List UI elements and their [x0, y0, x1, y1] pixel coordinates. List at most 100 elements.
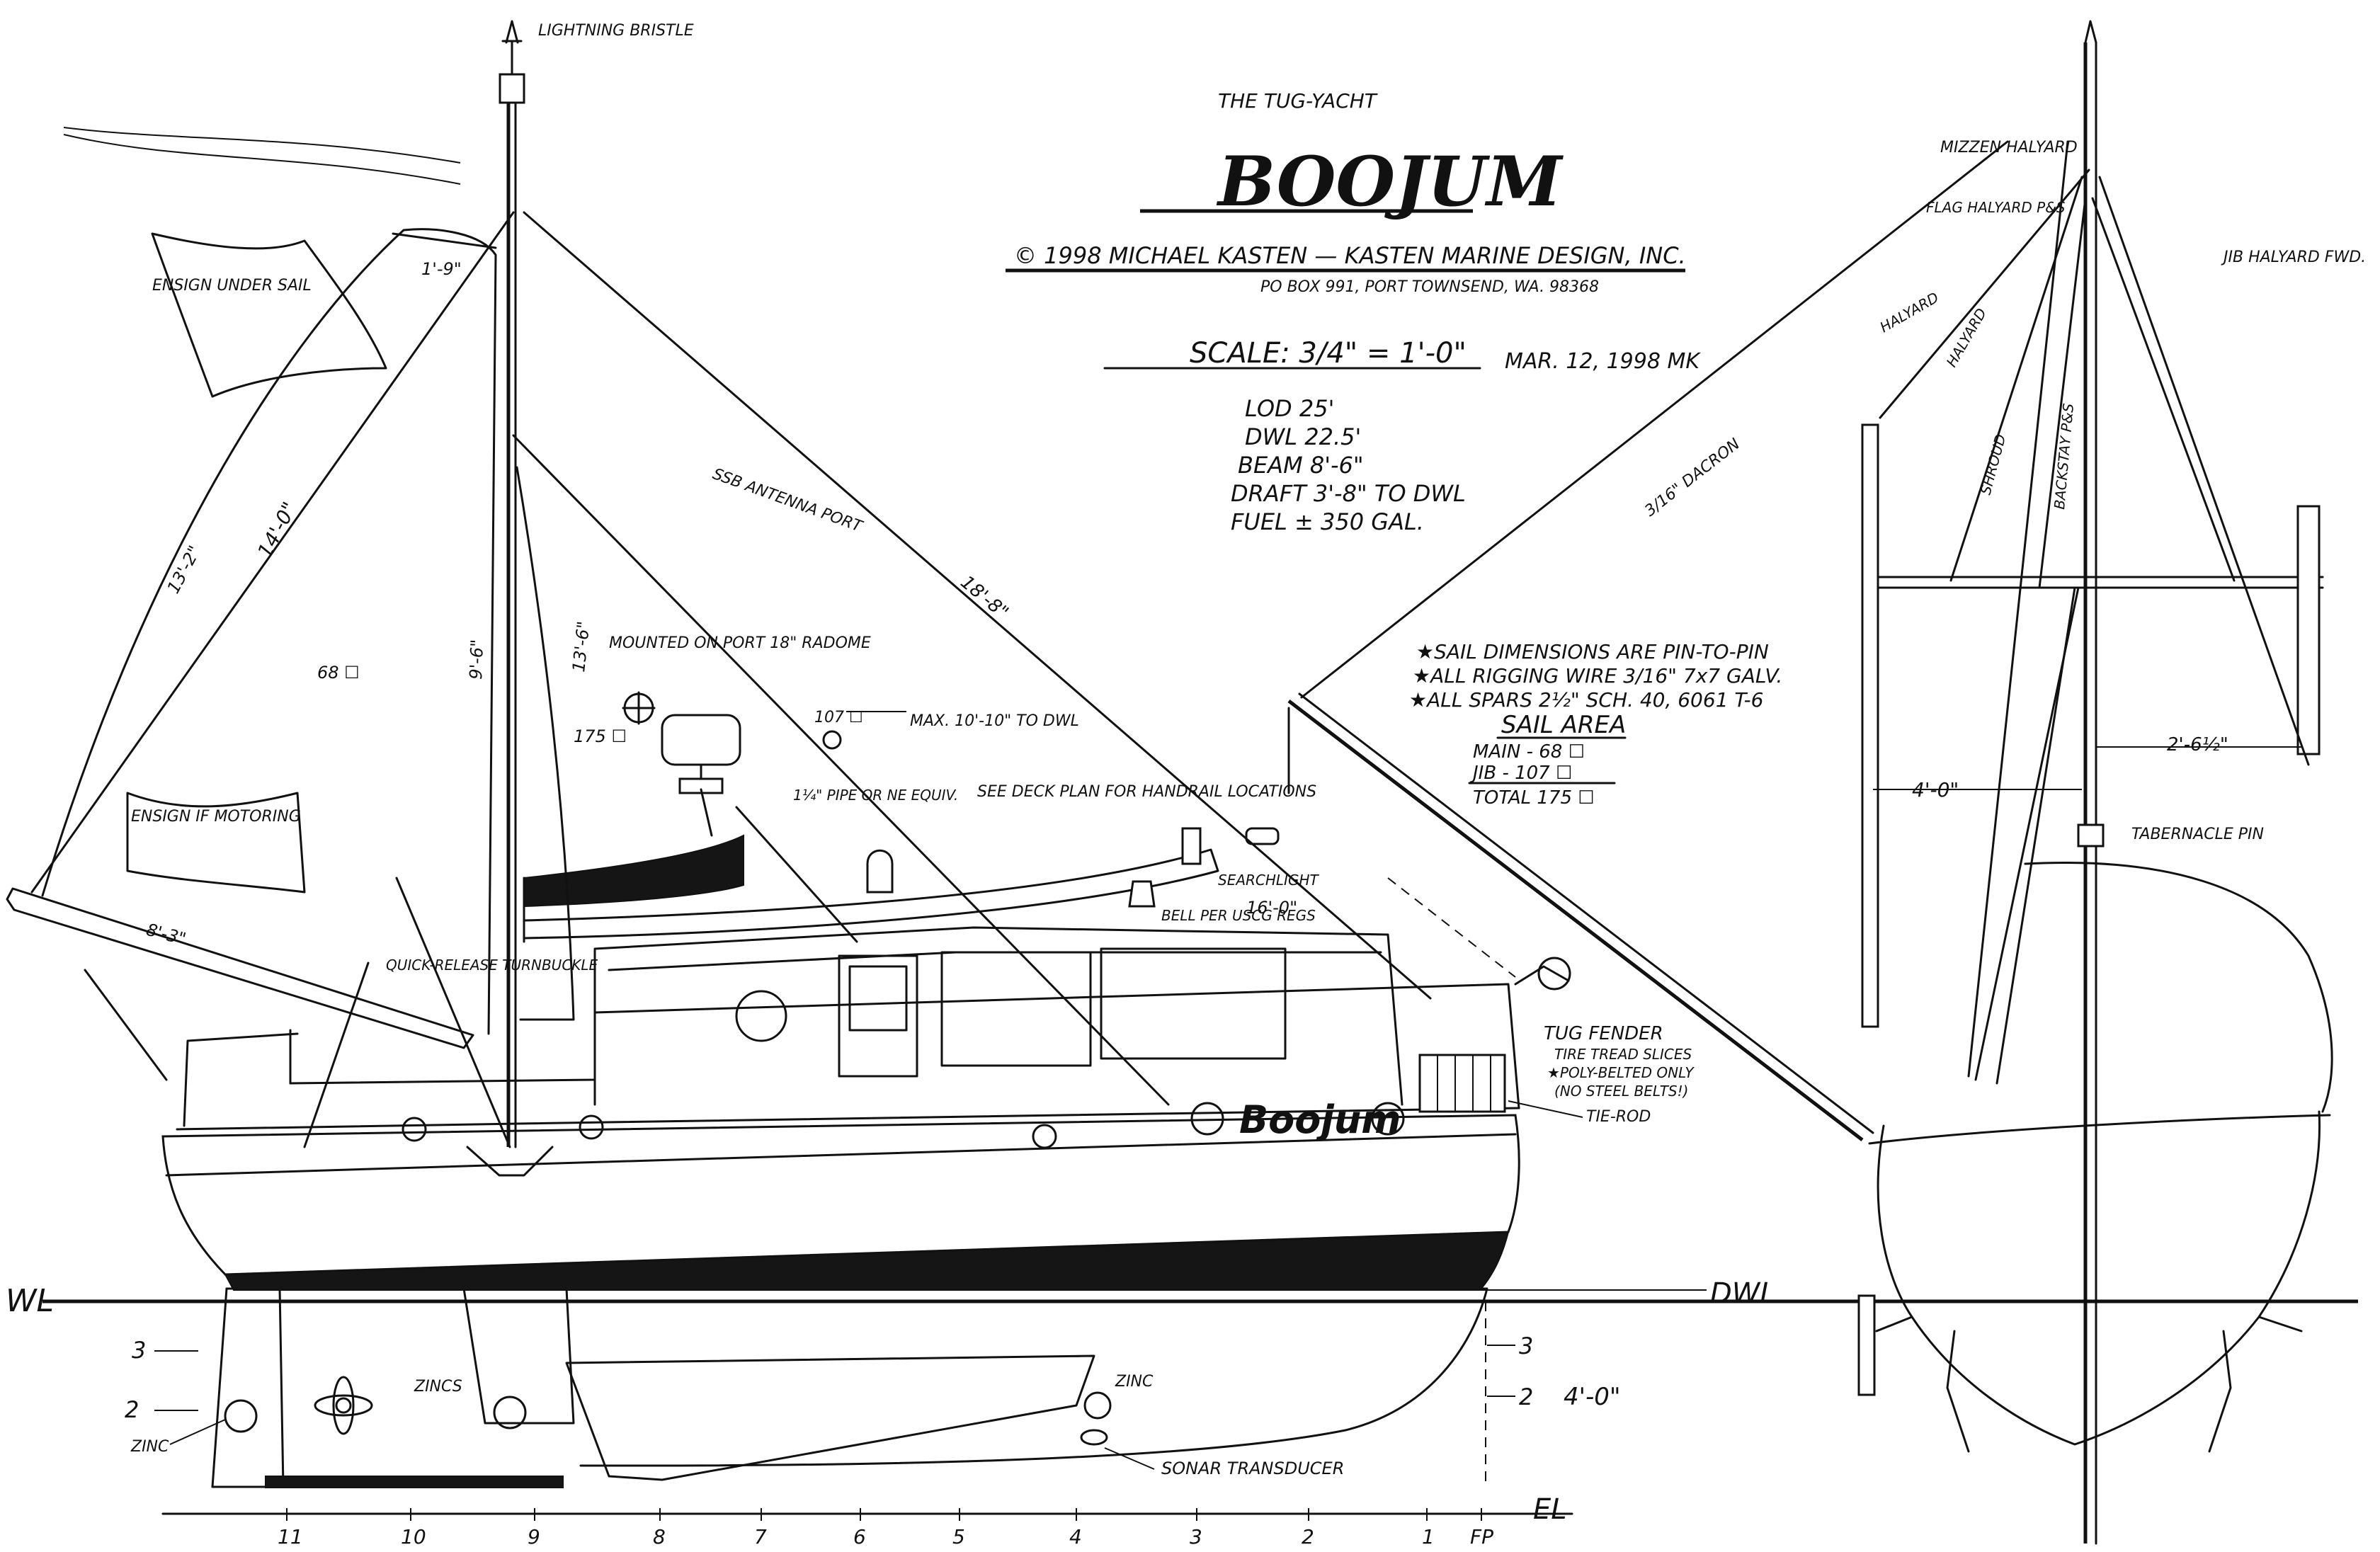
- station-fp: FP: [1470, 1525, 1493, 1548]
- radome-label: MOUNTED ON PORT 18" RADOME: [609, 634, 871, 652]
- halyard-label-1: HALYARD: [1877, 289, 1942, 336]
- tabernacle-pin: [2077, 823, 2105, 848]
- station-7: 7: [754, 1525, 767, 1548]
- jib-halyard-label: JIB HALYARD FWD.: [2221, 249, 2366, 266]
- tie-rod-label: TIE-ROD: [1586, 1108, 1651, 1126]
- mast-tabernacle: [466, 1146, 554, 1177]
- zinc-left-icon: [224, 1399, 258, 1433]
- zinc2-label: ZINC: [1115, 1373, 1154, 1391]
- wl-left-label: WL: [6, 1283, 54, 1319]
- profile-view: WL DWL EL 3 2 3 2 4'-0" 11 10: [6, 20, 2358, 1548]
- porthole-2: [1190, 1102, 1224, 1136]
- ensign-if-motoring: [126, 792, 306, 894]
- dim-13-6: 13'-6": [569, 620, 593, 673]
- station-3: 3: [1190, 1525, 1202, 1548]
- sonar-label: SONAR TRANSDUCER: [1161, 1459, 1344, 1478]
- wl3-right: 3: [1519, 1333, 1533, 1359]
- wheelhouse-roof: [523, 848, 1219, 940]
- particular-beam: BEAM 8'-6": [1238, 452, 1364, 479]
- bow-roller: [1537, 957, 1571, 991]
- skeg-keel: [211, 1287, 285, 1488]
- copyright-line: © 1998 MICHAEL KASTEN — KASTEN MARINE DE…: [1014, 242, 1686, 269]
- station-10: 10: [401, 1525, 426, 1548]
- station-8: 8: [653, 1525, 666, 1548]
- porthole-1: [735, 990, 787, 1042]
- hull-name: Boojum: [1239, 1097, 1401, 1142]
- body-plan: MIZZEN HALYARD FLAG HALYARD P&S JIB HALY…: [1857, 20, 2366, 1545]
- zinc-label: ZINC: [130, 1438, 169, 1456]
- notes-block: ★SAIL DIMENSIONS ARE PIN-TO-PIN ★ALL RIG…: [1409, 640, 1782, 809]
- radome-icon: [661, 714, 741, 837]
- tug-fender-note-1: TIRE TREAD SLICES: [1554, 1046, 1692, 1063]
- propeller-icon: [314, 1376, 373, 1435]
- scale-label: SCALE: 3/4" = 1'-0": [1190, 337, 1467, 370]
- station-11: 11: [278, 1525, 303, 1548]
- sail-area-main: MAIN - 68 ☐: [1473, 741, 1585, 763]
- shroud-label: SHROUD: [1977, 433, 2010, 497]
- rudder: [462, 1287, 575, 1425]
- tug-fender-note-3: (NO STEEL BELTS!): [1554, 1083, 1688, 1100]
- mizzen-sail: [516, 466, 575, 1021]
- depth-label: 4'-0": [1564, 1383, 1621, 1411]
- address-line: PO BOX 991, PORT TOWNSEND, WA. 98368: [1260, 278, 1599, 296]
- cabin-top-band: [523, 834, 744, 908]
- quick-release-label: QUICK-RELEASE TURNBUCKLE: [386, 957, 598, 974]
- deck-plan-label: SEE DECK PLAN FOR HANDRAIL LOCATIONS: [977, 783, 1316, 801]
- station-4: 4: [1069, 1525, 1082, 1548]
- station-9: 9: [528, 1525, 540, 1548]
- max-height-label: MAX. 10'-10" TO DWL: [910, 712, 1079, 730]
- sail-area-jib: JIB - 107 ☐: [1469, 763, 1572, 784]
- ensign-if-motoring-label: ENSIGN IF MOTORING: [131, 808, 301, 826]
- station-2: 2: [1302, 1525, 1314, 1548]
- particulars-list: LOD 25' DWL 22.5' BEAM 8'-6" DRAFT 3'-8"…: [1231, 395, 1466, 535]
- date-label: MAR. 12, 1998 MK: [1505, 349, 1701, 374]
- lightning-bristle-icon: [501, 20, 523, 44]
- ensign-under-sail-label: ENSIGN UNDER SAIL: [152, 277, 312, 295]
- main-area-label: 68 ☐: [317, 663, 360, 683]
- particular-fuel: FUEL ± 350 GAL.: [1231, 508, 1424, 535]
- centerboard: [565, 1354, 1095, 1481]
- ssb-antenna-boom: [1287, 700, 1864, 1141]
- dim-8-3: 8'-3": [144, 920, 188, 949]
- tug-fender: [1418, 1054, 1506, 1113]
- cabin-window: [940, 951, 1092, 1067]
- wl2-left: 2: [125, 1396, 139, 1423]
- title-subtitle: THE TUG-YACHT: [1218, 89, 1378, 113]
- body-plan-hull: [1877, 1110, 2321, 1446]
- note-1: ★SAIL DIMENSIONS ARE PIN-TO-PIN: [1416, 640, 1769, 663]
- hull-underbody: [225, 1287, 1488, 1467]
- station-1: 1: [1422, 1525, 1435, 1548]
- ssb-antenna-label: SSB ANTENNA PORT: [710, 465, 865, 536]
- title-block: THE TUG-YACHT BOOJUM © 1998 MICHAEL KAST…: [1006, 89, 1701, 374]
- zinc-rudder-icon: [493, 1396, 527, 1430]
- sail-area-total: TOTAL 175 ☐: [1473, 787, 1595, 809]
- porthole-3: [1371, 1102, 1405, 1136]
- searchlight-icon: [1181, 827, 1280, 865]
- dim-2-6-label: 2'-6½": [2167, 734, 2228, 755]
- hull-topsides: [161, 1114, 1520, 1276]
- cabin-door: [838, 954, 918, 1078]
- forestay: [523, 211, 1432, 1000]
- mizzen-halyard-label: MIZZEN HALYARD: [1940, 139, 2078, 156]
- particular-dwl: DWL 22.5': [1245, 423, 1361, 450]
- sail-area-heading: SAIL AREA: [1501, 711, 1626, 739]
- particular-lod: LOD 25': [1245, 395, 1334, 422]
- wl2-right: 2: [1519, 1383, 1533, 1410]
- dim-18-8: 18'-8": [957, 571, 1013, 623]
- boot-top: [224, 1231, 1510, 1291]
- station-6: 6: [853, 1525, 866, 1548]
- dim-14-0: 14'-0": [253, 498, 302, 562]
- mainsail: [41, 228, 497, 1035]
- dim-1-9: 1'-9": [421, 259, 462, 279]
- el-label: EL: [1533, 1493, 1567, 1526]
- dacron-label: 3/16" DACRON: [1641, 435, 1743, 520]
- tabernacle-pin-label: TABERNACLE PIN: [2131, 826, 2264, 843]
- ensign-under-sail: [151, 232, 387, 398]
- sonar-transducer: [1080, 1429, 1108, 1446]
- bell-icon: [1128, 880, 1156, 908]
- dim-9-6: 9'-6": [466, 639, 487, 680]
- dwl-label: DWL: [1710, 1277, 1776, 1310]
- wl3-left: 3: [132, 1337, 146, 1364]
- note-3: ★ALL SPARS 2½" SCH. 40, 6061 T-6: [1409, 688, 1763, 712]
